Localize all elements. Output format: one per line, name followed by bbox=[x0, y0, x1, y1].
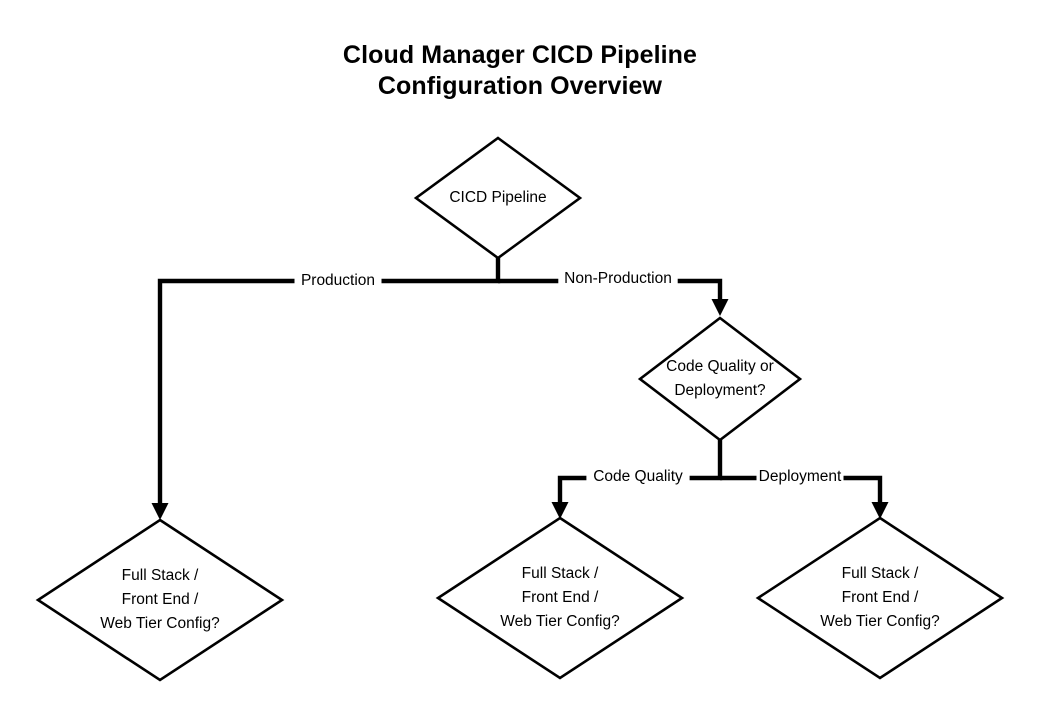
edge-production-arrowhead-icon bbox=[151, 503, 169, 520]
edge-non-production-arrowhead-icon bbox=[711, 299, 729, 316]
edge-production-label-group: Production bbox=[294, 270, 382, 292]
edge-production-label: Production bbox=[301, 272, 375, 289]
edge-deployment-label: Deployment bbox=[759, 468, 842, 485]
node-prod_config-shape[interactable] bbox=[35, 518, 285, 682]
page-title: Cloud Manager CICD Pipeline Configuratio… bbox=[0, 40, 1040, 102]
title-line-1: Cloud Manager CICD Pipeline bbox=[342, 41, 698, 69]
title-line-2: Configuration Overview bbox=[377, 72, 663, 100]
node-root-shape[interactable] bbox=[413, 136, 583, 260]
edge-code-quality-label-group: Code Quality bbox=[586, 466, 690, 488]
edge-code-quality-label: Code Quality bbox=[593, 468, 683, 485]
node-deployment_config-label: Full Stack /Front End /Web Tier Config? bbox=[820, 565, 940, 630]
node-root[interactable]: CICD Pipeline bbox=[413, 136, 583, 260]
node-code_quality_config[interactable]: Full Stack /Front End /Web Tier Config? bbox=[435, 516, 685, 680]
node-quality_or_deploy-shape[interactable] bbox=[637, 316, 803, 442]
edge-deployment-label-group: Deployment bbox=[756, 466, 844, 488]
edge-code-quality-arrowhead-icon bbox=[551, 502, 569, 519]
node-code_quality_config-label: Full Stack /Front End /Web Tier Config? bbox=[500, 565, 620, 630]
edge-production-line bbox=[157, 258, 501, 512]
node-prod_config-label: Full Stack /Front End /Web Tier Config? bbox=[100, 567, 220, 632]
edge-production bbox=[151, 258, 501, 520]
node-deployment_config-shape[interactable] bbox=[755, 516, 1005, 680]
edge-code-quality-label-backdrop bbox=[586, 466, 690, 488]
node-prod_config[interactable]: Full Stack /Front End /Web Tier Config? bbox=[35, 518, 285, 682]
edge-production-label-backdrop bbox=[294, 270, 382, 292]
edge-deployment-arrowhead-icon bbox=[871, 502, 889, 519]
node-code_quality_config-shape[interactable] bbox=[435, 516, 685, 680]
edge-non-production-label: Non-Production bbox=[564, 270, 672, 287]
edge-non-production-label-backdrop bbox=[558, 268, 678, 290]
edge-deployment-label-backdrop bbox=[756, 466, 844, 488]
edge-non-production-label-group: Non-Production bbox=[558, 268, 678, 290]
node-root-label: CICD Pipeline bbox=[449, 189, 546, 206]
node-deployment_config[interactable]: Full Stack /Front End /Web Tier Config? bbox=[755, 516, 1005, 680]
